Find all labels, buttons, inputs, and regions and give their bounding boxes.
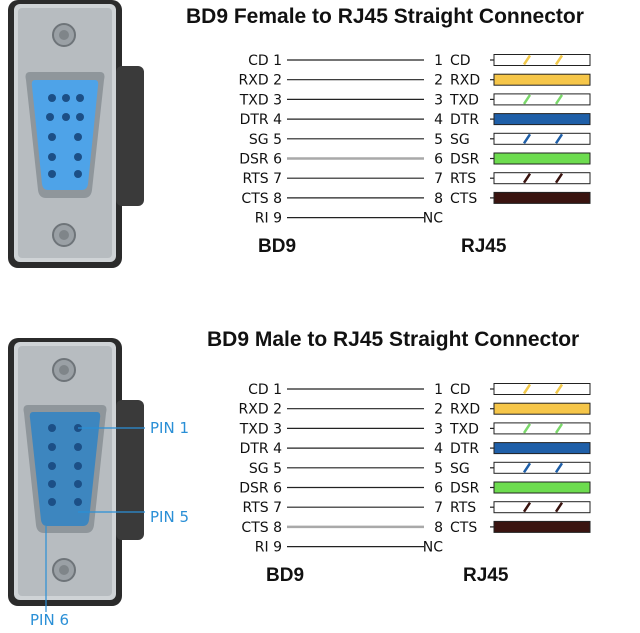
sec1-row9-left-label: RI 9 [255,211,282,227]
sec1-row6-left-label: DSR 6 [239,152,282,168]
sec1-row1-left-label: CD 1 [248,53,282,69]
sec2-row7-stripe-1 [522,502,532,513]
sec2-row8-signal-name: CTS [450,520,477,536]
sec1-row3-signal-name: TXD [449,92,479,108]
sec1-row8-left-label: CTS 8 [241,191,282,207]
sec2-row4-right-label: 4 [434,441,443,457]
sec2-row6-right-label: 6 [434,481,443,497]
sec1-row7-color-bar [493,172,591,185]
sec2-row1-stripe-1 [522,383,532,395]
sec2-row8-right-label: 8 [434,520,443,536]
sec2-row6-signal-name: DSR [450,481,480,497]
sec1-row1-signal-name: CD [450,53,471,69]
sec1-row2-color-bar [493,73,591,86]
sec2-row2-color-bar [493,402,591,415]
sec2-row5-stripe-1 [522,462,532,473]
sec2-row8-left-label: CTS 8 [241,520,282,536]
sec2-row4-signal-name: DTR [450,441,479,457]
section-1-right-footer: RJ45 [461,236,507,257]
sec1-row2-left-label: RXD 2 [239,73,282,89]
sec2-row3-stripe-1 [522,423,532,434]
sec1-row5-stripe-1 [522,133,532,144]
sec2-row7-color-bar [493,501,591,514]
section-1-left-footer: BD9 [258,236,297,257]
sec2-row1-color-bar [493,383,591,395]
sec1-row7-stripe-1 [522,173,532,184]
sec2-row8-color-bar [493,520,591,533]
sec2-row2-left-label: RXD 2 [239,402,282,418]
sec1-row2-signal-name: RXD [450,73,480,89]
sec1-row7-stripe-2 [554,173,564,184]
sec1-row8-signal-name: CTS [450,191,477,207]
sec1-row6-color-bar [493,152,591,165]
sec1-row4-color-bar [493,113,591,126]
section-2-right-footer: RJ45 [463,565,509,586]
sec2-row7-right-label: 7 [434,500,443,516]
sec1-row5-right-label: 5 [434,132,443,148]
sec1-row9-right-label: NC [423,211,443,227]
sec1-row5-left-label: SG 5 [249,132,282,148]
sec1-row3-left-label: TXD 3 [239,92,282,108]
sec2-row5-right-label: 5 [434,461,443,477]
sec2-row4-left-label: DTR 4 [240,441,283,457]
sec2-row5-signal-name: SG [450,461,470,477]
sec1-row3-color-bar [493,93,591,106]
sec2-row9-right-label: NC [423,540,443,556]
sec2-row9-left-label: RI 9 [255,540,282,556]
sec1-row3-right-label: 3 [434,92,443,108]
sec1-row7-left-label: RTS 7 [242,171,282,187]
sec1-row2-right-label: 2 [434,73,443,89]
sec1-row6-right-label: 6 [434,152,443,168]
sec1-row4-right-label: 4 [434,112,443,128]
sec2-row5-color-bar [493,461,591,474]
sec1-row7-right-label: 7 [434,171,443,187]
pin-6-label: PIN 6 [30,611,70,629]
sec1-row4-signal-name: DTR [450,112,479,128]
sec2-row3-stripe-2 [554,423,564,434]
male-db9-connector-image [8,338,145,612]
sec2-row6-color-bar [493,481,591,494]
female-db9-connector-image [8,0,144,268]
sec1-row1-stripe-2 [554,54,564,66]
sec1-row3-stripe-2 [554,94,564,105]
sec2-row3-right-label: 3 [434,421,443,437]
sec2-row6-left-label: DSR 6 [239,481,282,497]
sec2-row7-signal-name: RTS [450,500,476,516]
sec2-row5-stripe-2 [554,462,564,473]
sec1-row1-right-label: 1 [434,53,443,69]
sec2-row3-color-bar [493,422,591,435]
sec2-row1-left-label: CD 1 [248,382,282,398]
section-2-title: BD9 Male to RJ45 Straight Connector [207,328,580,351]
pin-5-label: PIN 5 [150,508,190,526]
sec2-row7-stripe-2 [554,502,564,513]
sec2-row5-left-label: SG 5 [249,461,282,477]
sec2-row4-color-bar [493,442,591,455]
sec2-row2-signal-name: RXD [450,402,480,418]
sec2-row7-left-label: RTS 7 [242,500,282,516]
pin-1-label: PIN 1 [150,419,190,437]
section-1-title: BD9 Female to RJ45 Straight Connector [186,5,584,28]
sec1-row3-stripe-1 [522,94,532,105]
sec1-row8-color-bar [493,191,591,204]
sec1-row8-right-label: 8 [434,191,443,207]
sec1-row5-signal-name: SG [450,132,470,148]
sec2-row1-right-label: 1 [434,382,443,398]
sec2-row3-left-label: TXD 3 [239,421,282,437]
sec1-row5-stripe-2 [554,133,564,144]
sec1-row1-color-bar [493,54,591,66]
sec1-row5-color-bar [493,132,591,145]
sec2-row2-right-label: 2 [434,402,443,418]
sec1-row6-signal-name: DSR [450,152,480,168]
sec1-row4-left-label: DTR 4 [240,112,283,128]
sec1-row1-stripe-1 [522,54,532,66]
sec2-row1-signal-name: CD [450,382,471,398]
sec2-row3-signal-name: TXD [449,421,479,437]
sec1-row7-signal-name: RTS [450,171,476,187]
sec2-row1-stripe-2 [554,383,564,395]
section-2-left-footer: BD9 [266,565,305,586]
